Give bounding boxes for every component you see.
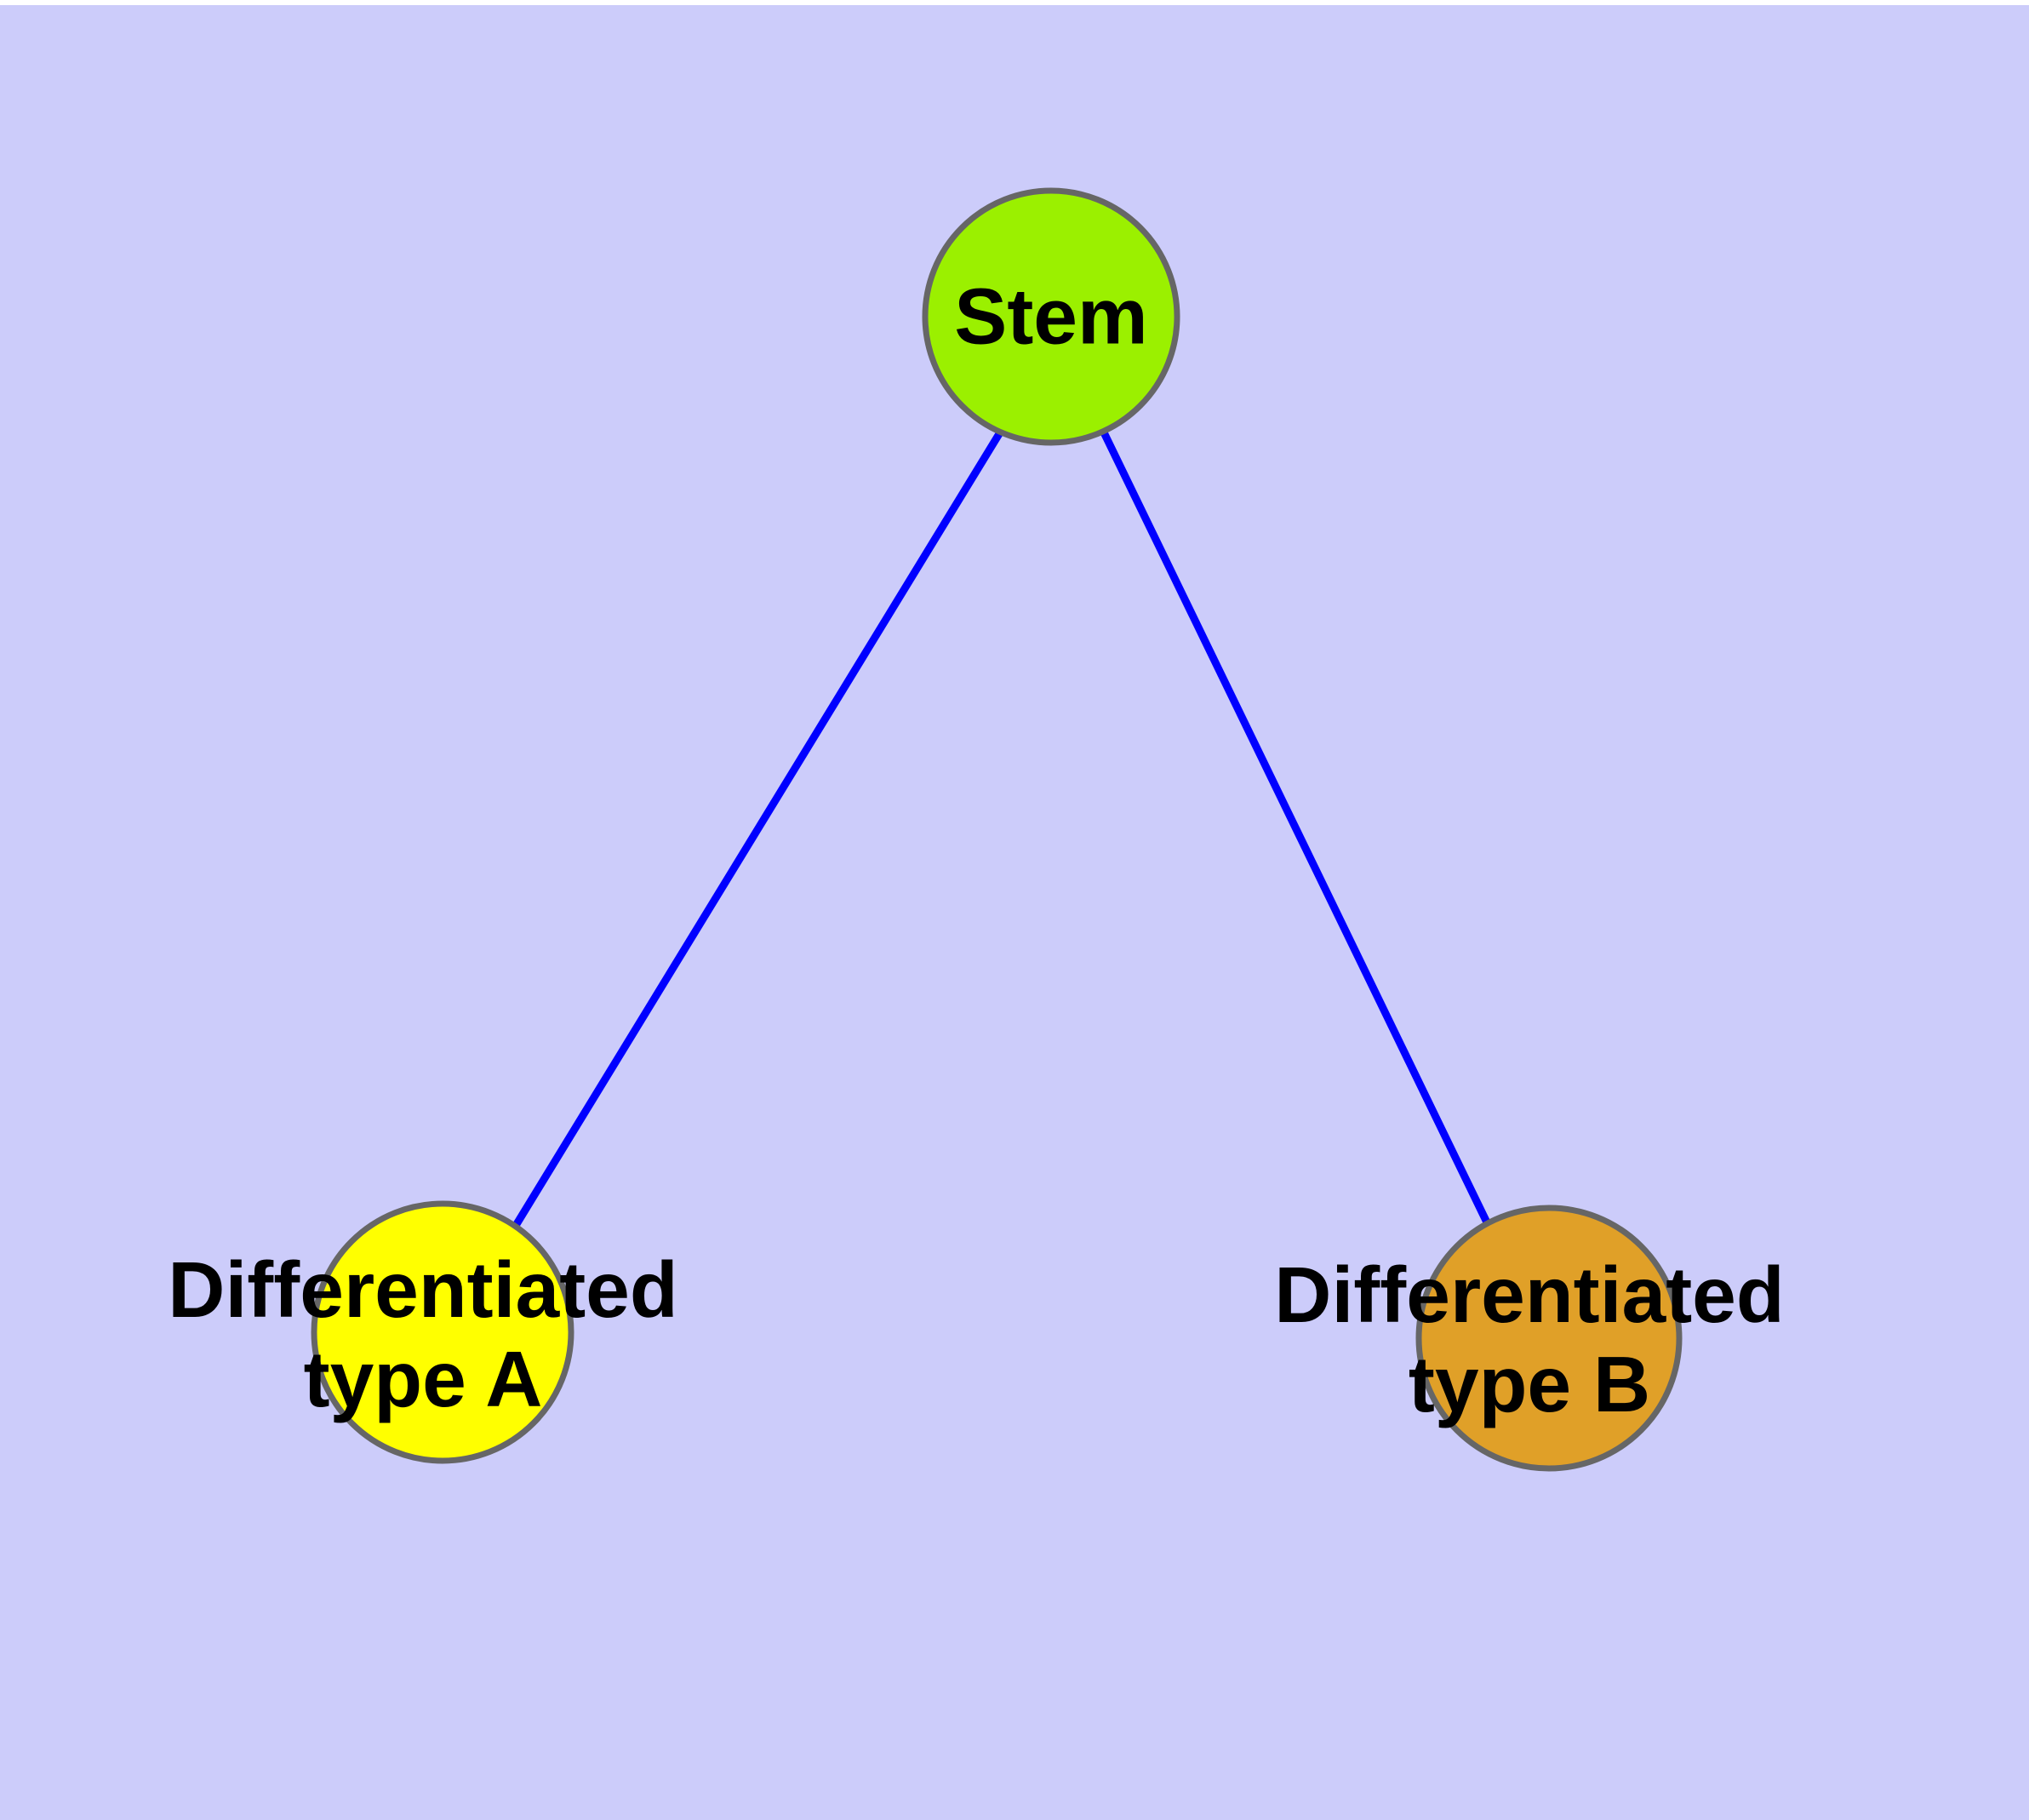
edge-stem-to-diff-b bbox=[1100, 431, 1492, 1226]
top-white-strip bbox=[0, 0, 2029, 5]
node-circle-diff-b[interactable] bbox=[1415, 1205, 1683, 1472]
node-circle-stem[interactable] bbox=[922, 187, 1180, 446]
edge-stem-to-diff-a bbox=[513, 430, 1003, 1227]
node-circle-diff-a[interactable] bbox=[311, 1200, 574, 1464]
node-layer bbox=[311, 187, 1683, 1472]
edge-layer bbox=[513, 430, 1492, 1227]
